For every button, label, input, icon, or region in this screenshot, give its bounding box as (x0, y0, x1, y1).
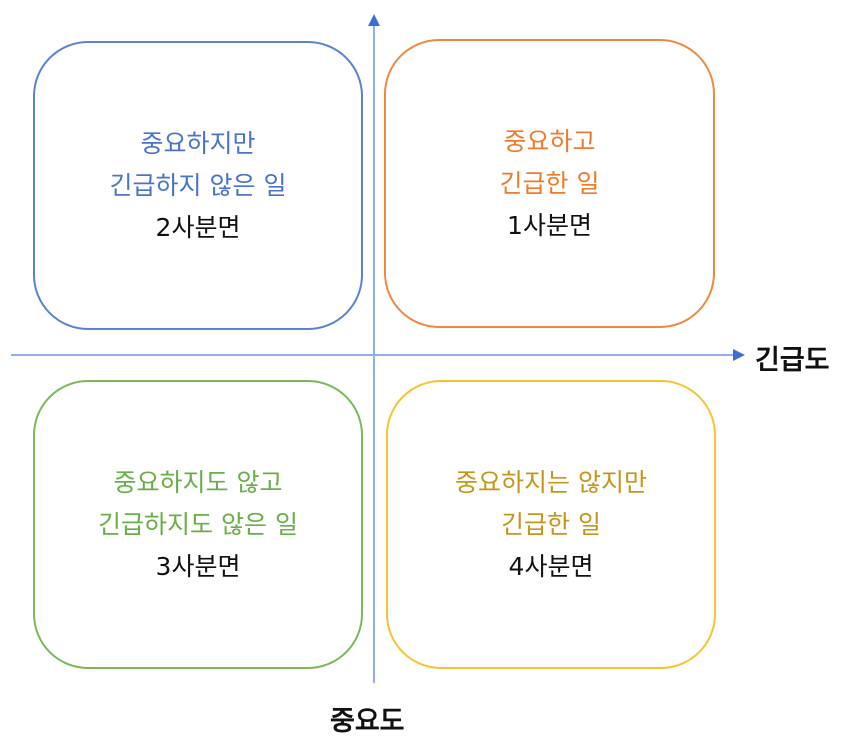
quadrant-3-line2: 긴급하지도 않은 일 (98, 510, 298, 539)
y-axis-label: 중요도 (330, 706, 405, 737)
x-axis-label: 긴급도 (755, 345, 830, 376)
quadrant-2-line1: 중요하지만 (140, 129, 256, 158)
quadrant-1: 중요하고 긴급한 일 1사분면 (384, 39, 715, 328)
quadrant-2-line2: 긴급하지 않은 일 (109, 171, 287, 200)
quadrant-1-line1: 중요하고 (503, 127, 596, 156)
quadrant-2: 중요하지만 긴급하지 않은 일 2사분면 (33, 41, 363, 330)
quadrant-4-line2: 긴급한 일 (501, 510, 601, 539)
quadrant-4-label: 4사분면 (508, 552, 594, 581)
quadrant-3-line1: 중요하지도 않고 (113, 468, 283, 497)
quadrant-3: 중요하지도 않고 긴급하지도 않은 일 3사분면 (33, 380, 363, 669)
quadrant-1-line2: 긴급한 일 (499, 169, 600, 198)
x-axis-arrow-icon (733, 349, 745, 361)
y-axis-arrow-icon (368, 14, 380, 26)
quadrant-4-line1: 중요하지는 않지만 (455, 468, 647, 497)
quadrant-4: 중요하지는 않지만 긴급한 일 4사분면 (386, 380, 716, 669)
quadrant-3-label: 3사분면 (155, 552, 241, 581)
quadrant-1-label: 1사분면 (507, 211, 592, 240)
quadrant-2-label: 2사분면 (155, 213, 241, 242)
